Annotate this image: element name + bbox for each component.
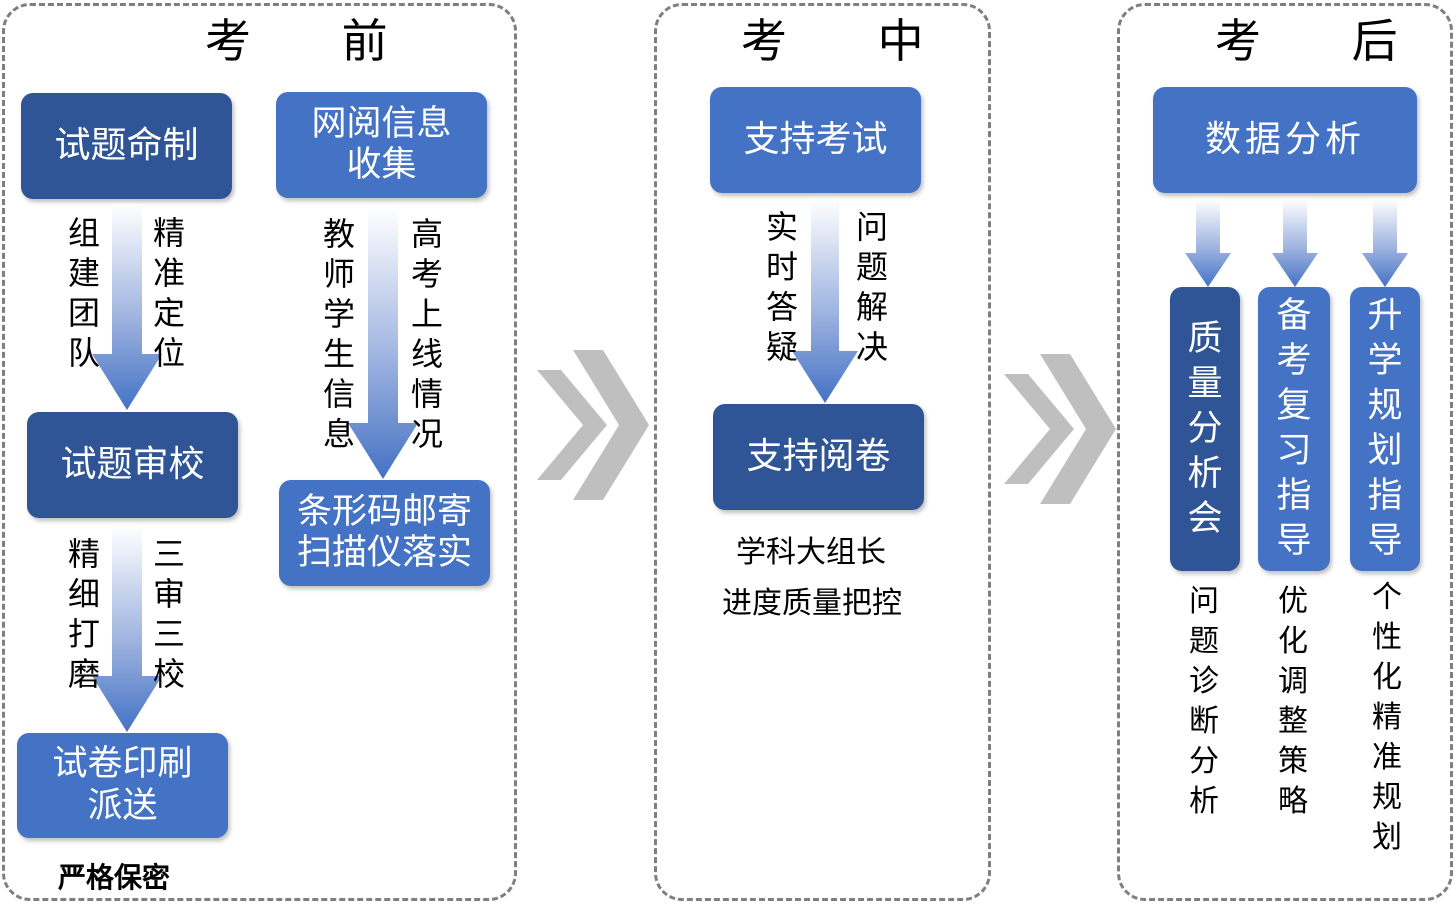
box-info-collect: 网阅信息收集	[276, 92, 487, 198]
box-question-review: 试题审校	[27, 412, 238, 518]
phase-title-during: 考 中	[741, 14, 962, 68]
arrow1-left-label: 组建团队	[67, 214, 100, 372]
phase-title-before: 考 前	[205, 14, 426, 68]
arrow3-right-label: 高考上线情况	[410, 215, 443, 453]
arrow3-left-label: 教师学生信息	[322, 215, 355, 453]
arrow-during-left-label: 实时答疑	[765, 208, 798, 366]
chevron-arrow-icon	[537, 350, 649, 500]
arrow2-left-label: 精细打磨	[67, 535, 100, 693]
arrow1-right-label: 精准定位	[152, 214, 185, 372]
caption-progress-quality: 进度质量把控	[722, 586, 902, 621]
arrow-compose-to-review	[92, 204, 162, 410]
box-admission-planning: 升学规划指导	[1350, 287, 1420, 571]
panel-during-exam	[654, 3, 991, 901]
caption-confidential: 严格保密	[58, 861, 171, 894]
arrow-during-right-label: 问题解决	[855, 208, 888, 366]
col3-caption: 个性化精准规划	[1372, 580, 1402, 855]
panel-after-exam	[1117, 3, 1453, 901]
col1-caption: 问题诊断分析	[1189, 584, 1219, 819]
box-support-exam: 支持考试	[710, 87, 921, 193]
arrow-analysis-to-col3	[1362, 199, 1408, 287]
arrow-review-to-print	[92, 526, 162, 732]
box-review-guidance: 备考复习指导	[1258, 287, 1330, 571]
arrow-analysis-to-col1	[1185, 199, 1231, 287]
box-paper-print: 试卷印刷派送	[17, 733, 228, 838]
arrow2-right-label: 三审三校	[152, 535, 185, 693]
box-barcode-scanner: 条形码邮寄扫描仪落实	[279, 480, 490, 586]
box-question-compose: 试题命制	[21, 93, 232, 199]
phase-title-after: 考 后	[1215, 14, 1436, 68]
arrow-exam-to-grading	[792, 199, 858, 403]
caption-subject-leader: 学科大组长	[736, 535, 886, 570]
box-data-analysis: 数据分析	[1153, 87, 1417, 193]
box-support-grading: 支持阅卷	[713, 404, 924, 510]
box-quality-meeting: 质量分析会	[1170, 287, 1240, 571]
arrow-analysis-to-col2	[1272, 199, 1318, 287]
col2-caption: 优化调整策略	[1278, 584, 1308, 819]
arrow-info-to-barcode	[348, 207, 418, 479]
panel-before-exam	[2, 3, 517, 901]
chevron-arrow-icon	[1004, 354, 1116, 504]
